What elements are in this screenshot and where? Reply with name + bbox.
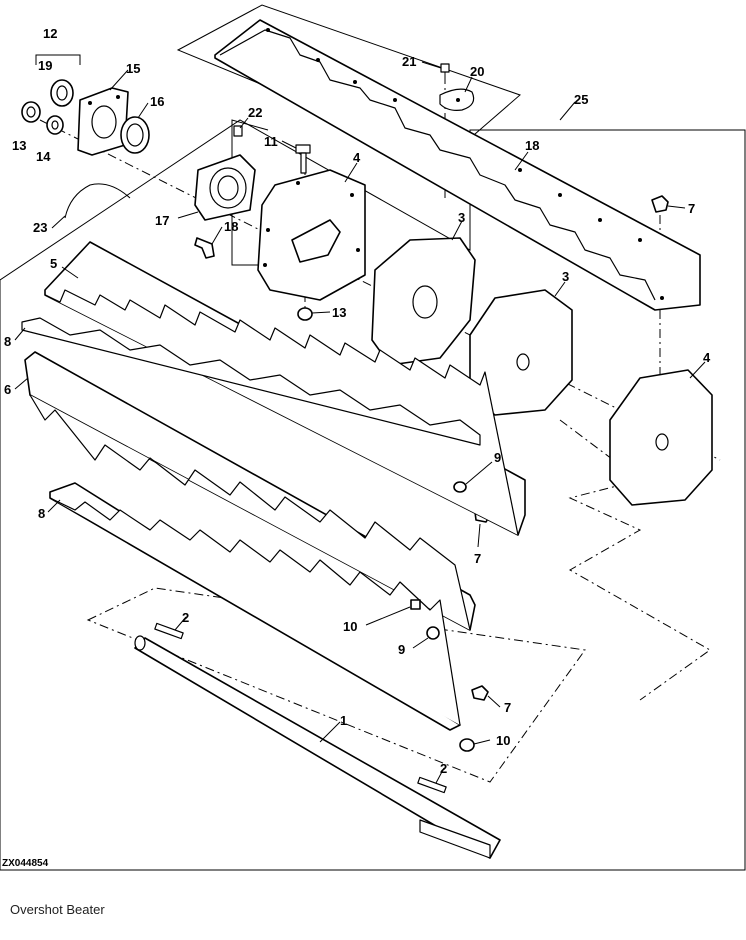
callout-12: 12 [43, 26, 57, 41]
callout-12-bracket [35, 54, 81, 65]
callout-4-right: 4 [703, 350, 711, 365]
callout-9-upper: 9 [494, 450, 501, 465]
leader-3-a [451, 220, 463, 241]
callout-22: 21 [402, 54, 416, 69]
callout-14: 14 [36, 149, 51, 164]
callout-13-left: 13 [12, 138, 26, 153]
leader-6 [14, 377, 29, 390]
leader-8-top [14, 327, 26, 341]
callout-7-top: 7 [688, 201, 695, 216]
bolt-part-7-low [471, 685, 489, 701]
callout-2-right: 2 [440, 761, 447, 776]
leader-2-left [174, 616, 187, 631]
leader-4-right [689, 361, 706, 379]
leader-21 [464, 76, 473, 93]
bolt-part-9-lower [426, 626, 440, 640]
leader-2-right [435, 767, 445, 784]
callout-3-b: 3 [562, 269, 569, 284]
leader-20 [514, 151, 529, 171]
leader-24 [239, 117, 249, 129]
figure-caption: Overshot Beater [10, 902, 105, 917]
leader-9-lower [412, 637, 429, 649]
wear-strip-part-8-bottom [49, 482, 461, 731]
callout-2-left: 2 [182, 610, 189, 625]
leader-5 [61, 266, 79, 279]
shaft-assembly-outline [86, 587, 586, 783]
bolt-part-7-top [651, 195, 669, 213]
leader-10-lower [473, 739, 491, 745]
callout-1: 1 [340, 713, 347, 728]
channel-part-25 [214, 19, 701, 311]
nut-part-13 [297, 307, 313, 321]
callout-11: 11 [264, 134, 278, 149]
key-part-2-left [154, 622, 184, 640]
callout-20: 18 [525, 138, 539, 153]
callout-24: 22 [248, 105, 262, 120]
callout-25: 25 [574, 92, 588, 107]
cover-plate-part-21 [439, 88, 475, 111]
shaft-part-1 [134, 635, 501, 859]
screw-part-22 [440, 63, 450, 80]
leader-23 [51, 215, 66, 229]
callout-21: 20 [470, 64, 484, 79]
leader-25 [559, 101, 576, 121]
leader-13-right [311, 311, 331, 314]
drawing-id: ZX044854 [2, 858, 49, 869]
leader-10-upper [365, 606, 411, 626]
callout-23: 23 [33, 220, 47, 235]
nut-part-10-lower [459, 738, 475, 752]
exploded-parts-diagram: 12 19 15 16 13 14 22 11 4 21 20 25 18 7 … [0, 4, 746, 871]
leader-7-top [667, 205, 686, 209]
leader-22 [421, 61, 442, 69]
callout-10-lower: 10 [496, 733, 510, 748]
nut-part-10-upper [410, 599, 421, 610]
end-plate-part-4-right [609, 369, 713, 506]
callout-18: 18 [224, 219, 238, 234]
wear-strip-part-8-top [21, 317, 481, 446]
leader-7-low [487, 695, 501, 708]
leader-7-mid [477, 523, 481, 548]
leader-17 [177, 211, 199, 219]
callout-15: 15 [126, 61, 140, 76]
leader-9-upper [465, 461, 493, 485]
bearing-parts-left [21, 79, 150, 219]
slat-part-6 [24, 351, 476, 631]
leader-8-bottom [47, 499, 61, 513]
leader-11 [281, 140, 297, 149]
bearing-housing-part-17 [194, 125, 256, 259]
callout-19: 19 [38, 58, 52, 73]
callout-9-lower: 9 [398, 642, 405, 657]
end-plate-part-4-left [257, 169, 366, 301]
beater-assembly-frame [0, 119, 746, 871]
callout-5: 5 [50, 256, 57, 271]
key-part-2-right [417, 776, 447, 794]
callout-17: 17 [155, 213, 169, 228]
callout-16: 16 [150, 94, 164, 109]
leader-3-b [554, 281, 566, 297]
plate-part-3-a [371, 237, 476, 366]
leader-18 [211, 226, 223, 245]
bolt-part-9-upper [453, 481, 467, 493]
leader-1 [319, 721, 341, 743]
bolt-part-11 [295, 144, 311, 174]
callout-13-right: 13 [332, 305, 346, 320]
leader-16 [137, 102, 149, 119]
callout-10-upper: 10 [343, 619, 357, 634]
callout-8-top: 8 [4, 334, 11, 349]
callout-8-bottom: 8 [38, 506, 45, 521]
callout-4-left: 4 [353, 150, 361, 165]
callout-7-mid: 7 [474, 551, 481, 566]
leader-4-left [344, 162, 358, 183]
callout-3-a: 3 [458, 210, 465, 225]
callout-6: 6 [4, 382, 11, 397]
leader-15 [109, 69, 129, 91]
callout-7-low: 7 [504, 700, 511, 715]
